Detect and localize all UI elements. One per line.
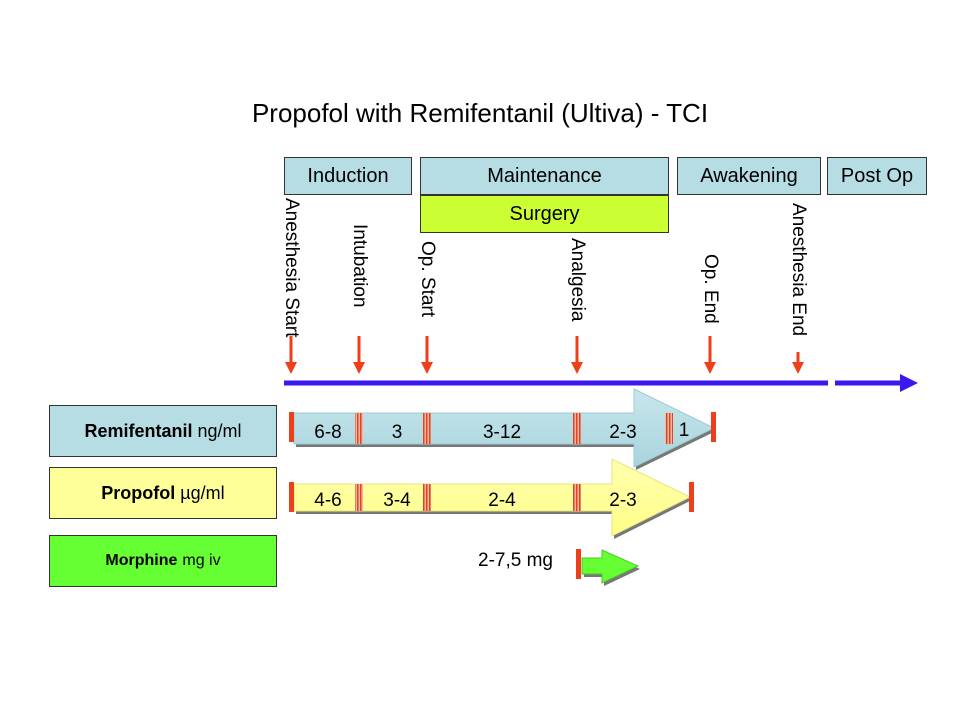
drug-label-remifentanil: Remifentanil ng/ml — [49, 405, 277, 457]
morphine-arrow — [576, 549, 640, 586]
phase-surgery: Surgery — [420, 195, 669, 233]
drug-name: Morphine — [105, 552, 178, 569]
hatch-marker — [665, 413, 673, 444]
hatch-marker — [423, 413, 431, 444]
drug-name: Remifentanil — [84, 420, 193, 441]
drug-unit: µg/ml — [180, 482, 225, 503]
event-label-intubation: Intubation — [349, 224, 370, 308]
drug-label-propofol: Propofol µg/ml — [49, 467, 277, 519]
timeline-axis — [284, 374, 918, 392]
phase-maintenance: Maintenance — [420, 157, 669, 195]
page-title: Propofol with Remifentanil (Ultiva) - TC… — [251, 98, 709, 128]
event-label-op-end: Op. End — [700, 254, 721, 324]
event-arrow-anesthesia-end — [792, 352, 804, 374]
event-label-op-start: Op. Start — [417, 241, 438, 318]
start-marker — [576, 549, 581, 579]
event-arrows — [285, 336, 804, 374]
drug-label-morphine: Morphine mg iv — [49, 535, 277, 587]
event-arrow-op-end — [704, 336, 716, 374]
event-label-anesthesia-start: Anesthesia Start — [281, 198, 302, 338]
propofol-value: 2-3 — [609, 490, 637, 511]
end-marker — [689, 482, 694, 512]
phase-awakening: Awakening — [677, 157, 821, 195]
start-marker — [289, 482, 294, 512]
propofol-value: 4-6 — [314, 490, 342, 511]
propofol-value: 2-4 — [488, 490, 516, 511]
hatch-marker — [573, 413, 581, 444]
end-marker — [711, 412, 716, 442]
morphine-dose: 2-7,5 mg — [478, 550, 553, 571]
event-arrow-intubation — [353, 336, 365, 374]
event-arrow-analgesia — [571, 336, 583, 374]
event-arrow-op-start — [421, 336, 433, 374]
propofol-value: 3-4 — [383, 490, 411, 511]
drug-name: Propofol — [101, 482, 176, 503]
propofol-arrow — [289, 458, 694, 539]
phase-induction: Induction — [284, 157, 412, 195]
start-marker — [289, 412, 294, 442]
event-label-anesthesia-end: Anesthesia End — [788, 203, 809, 337]
hatch-marker — [423, 484, 431, 511]
phase-postop: Post Op — [827, 157, 927, 195]
remifentanil-value: 6-8 — [314, 422, 342, 443]
hatch-marker — [573, 484, 581, 511]
hatch-marker — [355, 413, 363, 444]
remifentanil-arrow — [289, 388, 716, 470]
remifentanil-value: 2-3 — [609, 422, 637, 443]
event-arrow-anesthesia-start — [285, 336, 297, 374]
remifentanil-value: 1 — [678, 420, 690, 441]
remifentanil-value: 3 — [391, 422, 403, 443]
remifentanil-value: 3-12 — [482, 422, 522, 443]
drug-unit: mg iv — [182, 552, 221, 569]
event-label-analgesia: Analgesia — [567, 238, 588, 322]
drug-unit: ng/ml — [197, 420, 242, 441]
hatch-marker — [355, 484, 363, 511]
